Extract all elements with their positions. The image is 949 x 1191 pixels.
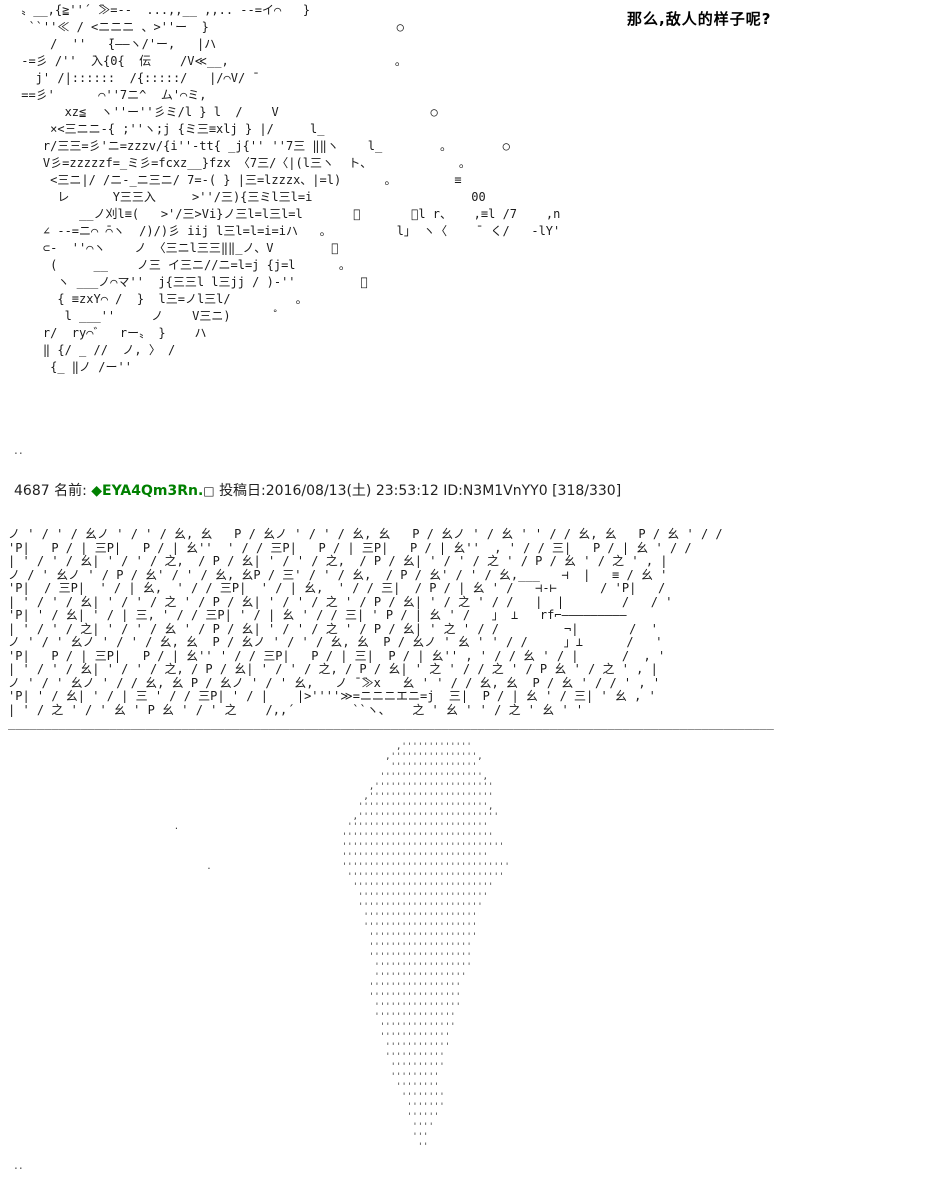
tofu-glyph: □: [203, 484, 215, 498]
tripcode-link[interactable]: ◆EYA4Qm3Rn.: [91, 483, 204, 499]
post-header: 4687 名前: ◆EYA4Qm3Rn.□ 投稿日:2016/08/13(土) …: [14, 480, 621, 500]
post-id: ID:N3M1VnYY0: [443, 483, 548, 499]
post-number: 4687: [14, 483, 50, 499]
dialogue-text: 那么,敌人的样子呢?: [627, 10, 772, 28]
separator-bottom: ..: [14, 1158, 24, 1172]
ascii-art-figure-column: ,''''''''''''' ,'''''''''''''''', ''''''…: [173, 742, 510, 1152]
post-count: [318/330]: [552, 483, 622, 499]
post-date: 投稿日:2016/08/13(土) 23:53:12: [219, 483, 439, 499]
ascii-art-rain: ノ ' / ' / 幺ノ ' / ' / 幺, 幺 P / 幺ノ ' / ' /…: [8, 527, 774, 730]
ascii-art-character: 〟__,{≧''´ ̄≫=‐- ...,,__ ,,.. -‐=イ⌒ } ``'…: [21, 3, 561, 374]
name-label: 名前:: [54, 483, 87, 499]
separator-top: ..: [14, 443, 24, 457]
